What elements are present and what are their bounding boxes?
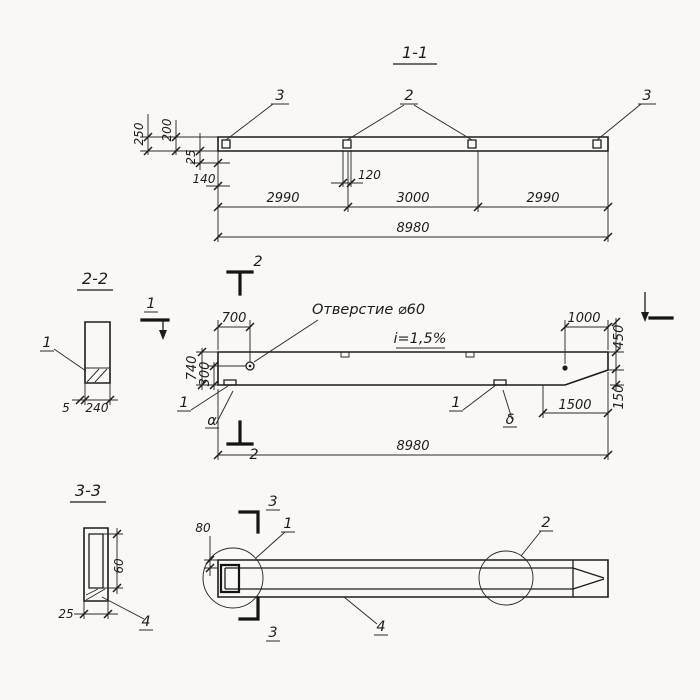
detail-circle-right xyxy=(478,550,534,606)
dim-140-label: 140 xyxy=(193,172,216,186)
elevation-dimension-lines xyxy=(144,311,624,460)
dim-150-label: 150 xyxy=(612,385,627,410)
beam-elevation-outline xyxy=(217,351,609,386)
view-direction-arrowhead-right xyxy=(641,312,649,322)
section-3-3-hatch xyxy=(85,588,106,601)
section-2-2-inner-hatch xyxy=(85,367,110,383)
dim-25-plan-label: 25 xyxy=(58,607,73,621)
plate-callout-1-right: 1 xyxy=(451,395,460,411)
section-2-2-title: 2-2 xyxy=(82,269,108,288)
dimension-ticks xyxy=(143,132,613,242)
cut-1-label-left: 1 xyxy=(146,296,155,312)
section-3-3-dims xyxy=(74,528,153,631)
section-2-2-outline xyxy=(84,321,111,384)
dim-120-label: 120 xyxy=(358,168,381,182)
embedded-plate-marks xyxy=(221,139,602,149)
cut-3-label-top: 3 xyxy=(268,494,277,510)
dim-300-label: 300 xyxy=(198,362,213,387)
end-plate-plan xyxy=(219,563,241,594)
dim-80-label: 80 xyxy=(195,521,211,535)
plate-callout-1-left: 1 xyxy=(179,395,188,411)
dim-700-label: 700 xyxy=(222,311,247,326)
callout-detail-2: 2 xyxy=(541,515,550,531)
hole-note-label: Отверстие ⌀60 xyxy=(312,302,425,318)
dim-250-label: 250 xyxy=(132,122,146,145)
section-2-2-ticks xyxy=(75,395,115,405)
beam-top-view-outline xyxy=(217,136,609,152)
dim-2990-a-label: 2990 xyxy=(266,191,299,206)
dim-240-label: 240 xyxy=(86,401,109,415)
callout-4-section33: 4 xyxy=(141,614,150,630)
cut-3-marks xyxy=(238,510,260,621)
dim-1500-label: 1500 xyxy=(558,398,591,413)
section-3-3-title: 3-3 xyxy=(75,481,101,500)
bottom-plate-marks xyxy=(223,379,507,386)
dim-1000-label: 1000 xyxy=(567,311,600,326)
detail-circle-left xyxy=(202,547,264,609)
callout-2-middle: 2 xyxy=(404,88,413,104)
plan-view: 3 3 80 1 2 4 xyxy=(195,494,609,642)
section-1-1-view: 1-1 3 2 3 250 200 25 140 2990 120 3000 2… xyxy=(132,43,656,242)
node-label-b: δ xyxy=(506,412,515,428)
section-1-1-title: 1-1 xyxy=(402,43,428,62)
stirrup-marks xyxy=(340,352,475,358)
slope-label: i=1,5% xyxy=(393,331,446,347)
cut-2-label-bottom: 2 xyxy=(249,447,258,463)
section-cut-marks xyxy=(140,270,674,446)
node-label-a: α xyxy=(207,413,217,429)
dim-5-label: 5 xyxy=(62,401,70,415)
view-direction-arrowhead-left xyxy=(159,330,167,340)
dim-450-label: 450 xyxy=(612,325,627,350)
callout-3-left: 3 xyxy=(275,88,284,104)
elevation-ticks xyxy=(197,317,621,460)
callout-3-right: 3 xyxy=(642,88,651,104)
beam-plan-outline xyxy=(217,559,609,598)
dim-25-label: 25 xyxy=(184,149,198,164)
view-direction-arrow-lines xyxy=(162,292,646,331)
callout-detail-1: 1 xyxy=(283,516,292,532)
dim-8980-top-label: 8980 xyxy=(396,221,429,236)
section-2-2-view: 2-2 1 5 240 xyxy=(40,269,118,415)
dim-740-label: 740 xyxy=(185,356,200,381)
callout-part-4: 4 xyxy=(376,619,385,635)
dim-200-label: 200 xyxy=(160,118,174,141)
cut-2-label-top: 2 xyxy=(253,254,262,270)
dim-2990-b-label: 2990 xyxy=(526,191,559,206)
hole-center-right xyxy=(562,365,568,371)
section-3-3-view: 3-3 4 60 25 xyxy=(58,481,153,631)
elevation-view: 2 2 1 Отверстие ⌀60 i=1,5% 700 1000 450 … xyxy=(140,254,674,463)
plan-inner-lines xyxy=(224,560,605,597)
section-2-2-dims xyxy=(40,348,118,405)
cut-3-label-bottom: 3 xyxy=(268,625,277,641)
callout-1-section22: 1 xyxy=(42,335,51,351)
dim-60-label: 60 xyxy=(112,558,126,574)
dim-8980-bottom-label: 8980 xyxy=(396,439,429,454)
dim-3000-label: 3000 xyxy=(396,191,429,206)
hole-center-left xyxy=(248,364,252,368)
plan-ticks xyxy=(205,555,215,573)
section-3-3-inner xyxy=(88,533,104,589)
section-3-3-ticks xyxy=(79,529,122,619)
